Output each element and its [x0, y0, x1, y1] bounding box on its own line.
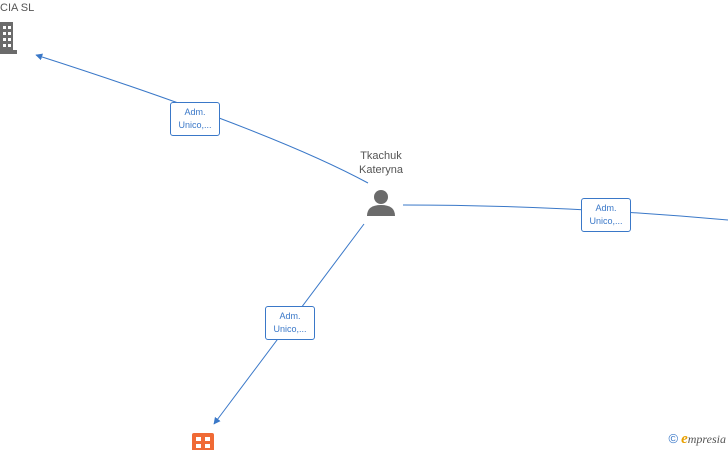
- company-icon[interactable]: [192, 433, 214, 450]
- person-last-name: Kateryna: [358, 164, 404, 176]
- brand-name: mpresia: [687, 432, 726, 446]
- edge-label-company-right[interactable]: Adm. Unico,...: [581, 198, 631, 232]
- person-first-name: Tkachuk: [360, 150, 402, 162]
- brand-initial: e: [681, 431, 688, 447]
- edge-to-company-top: [35, 53, 369, 184]
- edge-to-company-right: [402, 204, 728, 221]
- copyright-symbol: ©: [668, 431, 679, 446]
- company-top-label[interactable]: CIA SL: [0, 2, 35, 14]
- edge-label-line1: Adm.: [279, 311, 301, 321]
- person-icon[interactable]: [367, 190, 395, 216]
- edge-label-line2: Unico,...: [178, 120, 212, 130]
- empresia-watermark: ©empresia: [669, 431, 727, 448]
- person-name-label[interactable]: Tkachuk Kateryna: [341, 149, 421, 177]
- edge-label-line1: Adm.: [184, 107, 206, 117]
- edge-label-company-bottom[interactable]: Adm. Unico,...: [265, 306, 315, 340]
- edge-label-line2: Unico,...: [273, 324, 307, 334]
- building-icon[interactable]: [0, 22, 17, 54]
- edge-label-company-top[interactable]: Adm. Unico,...: [170, 102, 220, 136]
- edge-label-line1: Adm.: [595, 203, 617, 213]
- edge-label-line2: Unico,...: [589, 216, 623, 226]
